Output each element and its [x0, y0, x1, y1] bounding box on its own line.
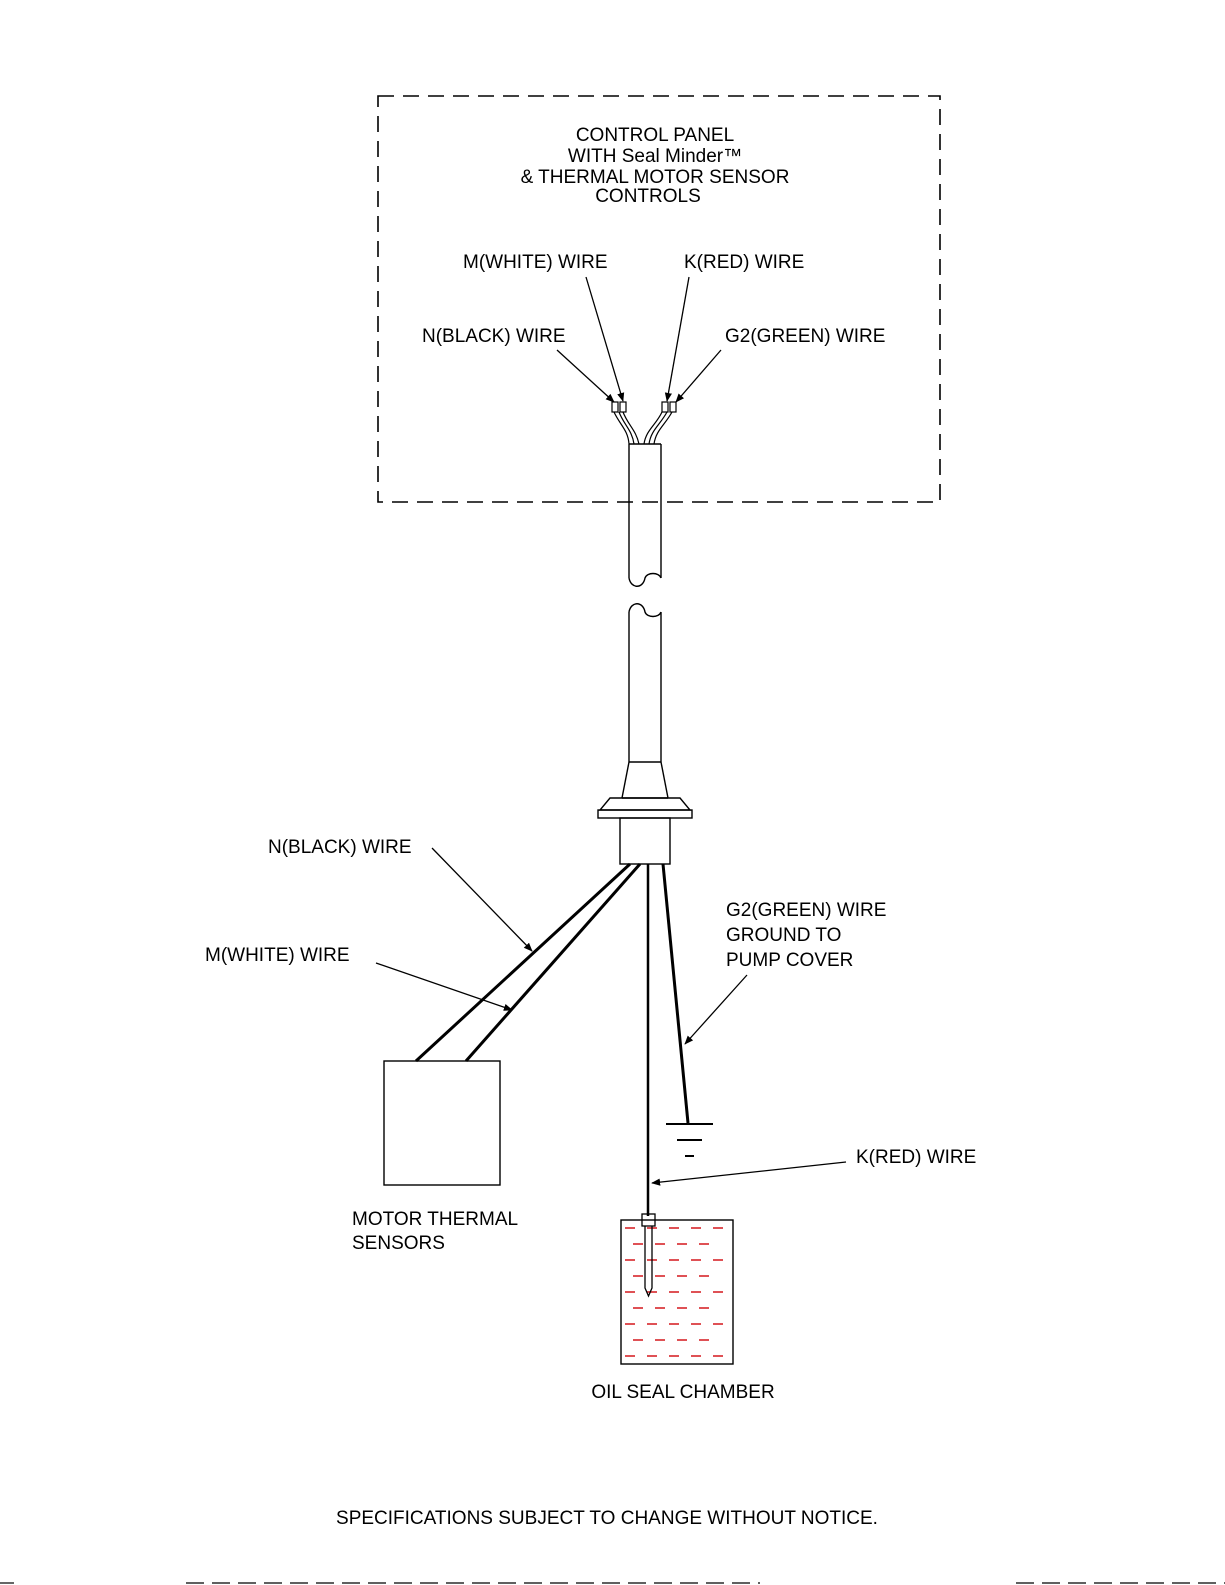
pump-n-black-wire-label: N(BLACK) WIRE — [268, 837, 412, 858]
pump-k-red-leader — [652, 1162, 846, 1183]
motor-thermal-label-line-1: MOTOR THERMAL — [352, 1209, 518, 1230]
pump-g2-green-label-line-1: G2(GREEN) WIRE — [726, 900, 886, 921]
control-panel-title-line-4: CONTROLS — [595, 186, 701, 207]
ground-symbol — [666, 1124, 713, 1156]
cable-gland — [598, 762, 692, 864]
oil-seal-chamber-label: OIL SEAL CHAMBER — [591, 1382, 774, 1403]
control-panel-title-line-3: & THERMAL MOTOR SENSOR — [521, 167, 790, 188]
n-black-wire — [416, 864, 630, 1061]
panel-m-white-wire-label: M(WHITE) WIRE — [463, 252, 608, 273]
specifications-notice: SPECIFICATIONS SUBJECT TO CHANGE WITHOUT… — [336, 1508, 878, 1529]
panel-n-black-wire-label: N(BLACK) WIRE — [422, 326, 566, 347]
oil-dashes — [625, 1228, 723, 1356]
panel-wire-fan — [612, 402, 676, 444]
control-panel-title-line-2: WITH Seal Minder™ — [568, 146, 742, 167]
pump-k-red-wire-label: K(RED) WIRE — [856, 1147, 976, 1168]
motor-thermal-sensors-box — [384, 1061, 500, 1185]
pump-g2-green-label-line-2: GROUND TO — [726, 925, 841, 946]
seal-probe — [645, 1226, 652, 1296]
cable-upper — [629, 444, 661, 586]
panel-k-red-wire-label: K(RED) WIRE — [684, 252, 804, 273]
panel-k-red-leader — [667, 277, 689, 401]
pump-m-white-wire-label: M(WHITE) WIRE — [205, 945, 350, 966]
cable-lower — [629, 604, 661, 762]
panel-m-white-leader — [586, 277, 623, 401]
g2-green-wire — [663, 864, 688, 1123]
panel-g2-green-wire-label: G2(GREEN) WIRE — [725, 326, 885, 347]
pump-m-white-leader — [376, 963, 512, 1010]
panel-n-black-leader — [557, 350, 614, 402]
pump-g2-green-leader — [685, 975, 747, 1044]
pump-n-black-leader — [432, 848, 532, 951]
oil-seal-chamber — [621, 1214, 733, 1364]
pump-g2-green-label-line-3: PUMP COVER — [726, 950, 853, 971]
panel-g2-green-leader — [676, 350, 721, 402]
control-panel-title-line-1: CONTROL PANEL — [576, 125, 734, 146]
m-white-wire — [466, 864, 640, 1061]
motor-thermal-label-line-2: SENSORS — [352, 1233, 445, 1254]
